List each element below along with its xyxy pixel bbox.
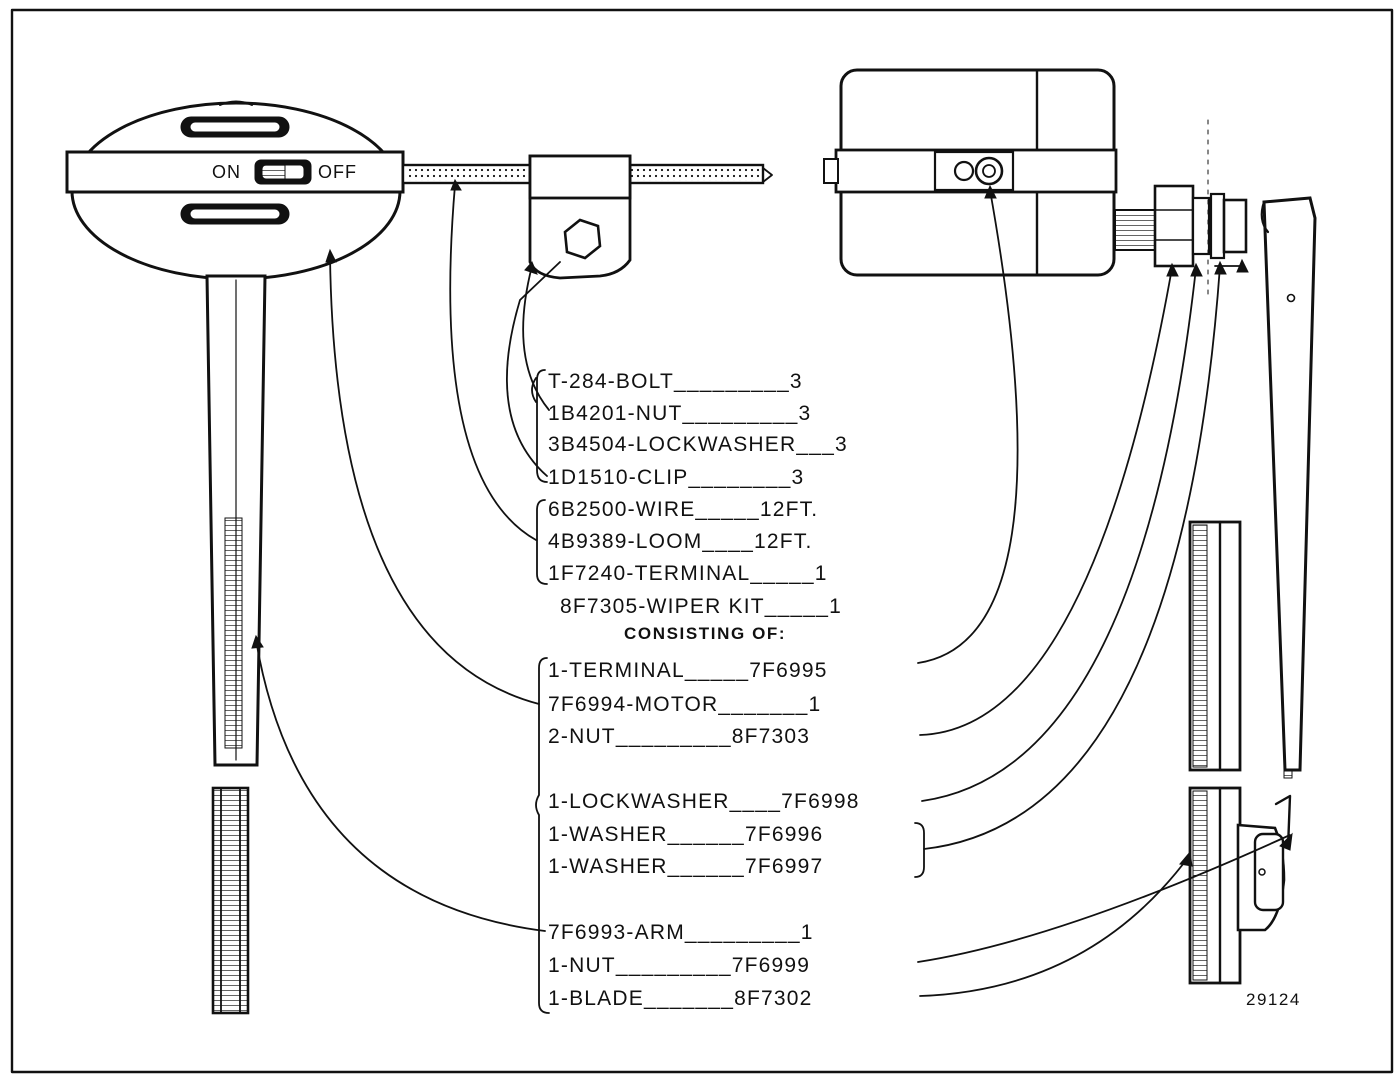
motor-shaft-hardware <box>1114 119 1248 301</box>
part-line-washer-1: 1-WASHER______7F6996 <box>548 823 823 846</box>
part-line-kit-terminal: 1-TERMINAL_____7F6995 <box>548 659 828 682</box>
wiper-motor <box>823 68 1118 277</box>
part-line-terminal: 1F7240-TERMINAL_____1 <box>548 562 828 585</box>
part-line-nut: 1B4201-NUT_________3 <box>548 402 811 425</box>
parts-list: T-284-BOLT_________3 1B4201-NUT_________… <box>535 369 925 1014</box>
switch-on-label: ON <box>212 162 241 182</box>
part-line-arm-nut: 1-NUT_________7F6999 <box>548 954 810 977</box>
switch-off-label: OFF <box>318 162 357 182</box>
part-line-blade: 1-BLADE_______8F7302 <box>548 987 813 1010</box>
part-line-loom: 4B9389-LOOM____12FT. <box>548 530 812 553</box>
wiper-arm-left <box>205 274 267 1015</box>
consisting-of-label: CONSISTING OF: <box>624 624 786 643</box>
figure-number: 29124 <box>1246 990 1301 1009</box>
part-line-motor: 7F6994-MOTOR_______1 <box>548 693 821 716</box>
wiper-arm-right <box>1260 196 1317 779</box>
arrowheads <box>251 178 1293 867</box>
part-line-wiper-kit: 8F7305-WIPER KIT_____1 <box>560 595 842 618</box>
leader-lines <box>255 184 1291 997</box>
part-line-arm: 7F6993-ARM_________1 <box>548 921 814 944</box>
part-line-wire: 6B2500-WIRE_____12FT. <box>548 498 818 521</box>
wiper-blade <box>1188 520 1292 985</box>
part-line-clip: 1D1510-CLIP________3 <box>548 466 804 489</box>
part-line-kit-nut: 2-NUT_________8F7303 <box>548 725 810 748</box>
part-line-bolt: T-284-BOLT_________3 <box>548 370 803 393</box>
part-line-lockwasher: 3B4504-LOCKWASHER___3 <box>548 433 848 456</box>
part-line-kit-lockwasher: 1-LOCKWASHER____7F6998 <box>548 790 860 813</box>
figure-frame <box>10 8 1394 1074</box>
part-line-washer-2: 1-WASHER______7F6997 <box>548 855 823 878</box>
switch-housing: ON OFF <box>65 100 405 281</box>
loom-clip <box>528 154 632 280</box>
